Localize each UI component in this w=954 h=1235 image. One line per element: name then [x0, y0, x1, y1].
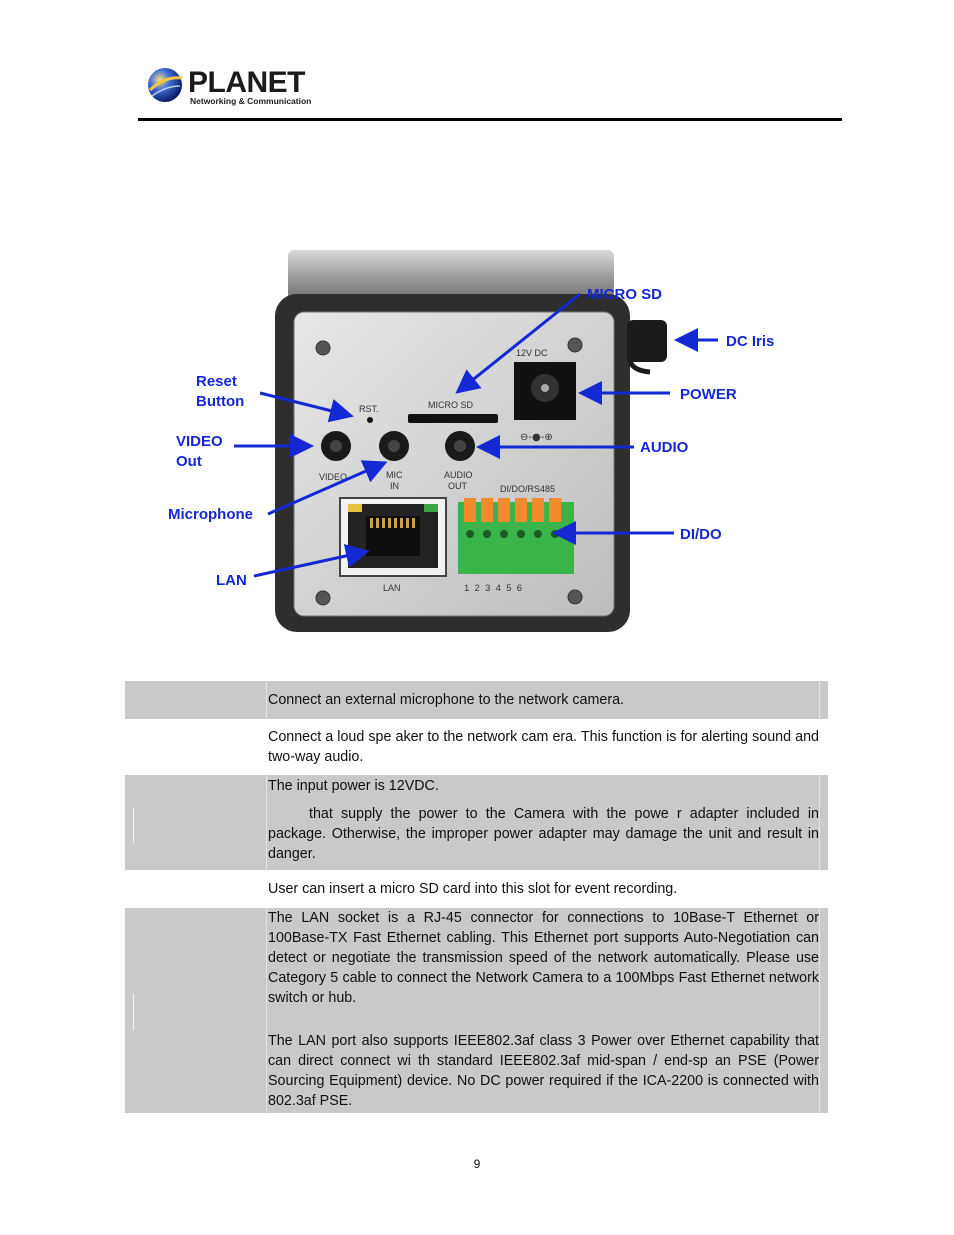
panel-label-micro-sd: MICRO SD [428, 400, 474, 410]
callout-video-out-line2: Out [176, 453, 202, 470]
callout-reset-button-line1: Reset [196, 373, 237, 390]
panel-label-rst: RST. [359, 404, 379, 414]
panel-label-video: VIDEO [319, 472, 347, 482]
callout-lan: LAN [216, 572, 247, 589]
table-row-power: The input power is 12VDC. that supply th… [125, 775, 828, 870]
callout-micro-sd: MICRO SD [587, 286, 662, 303]
audio-out-jack [445, 431, 475, 461]
table-row-micro-sd: User can insert a micro SD card into thi… [125, 870, 828, 908]
table-row-lan: The LAN socket is a RJ-45 connector for … [125, 908, 828, 1113]
panel-label-lan: LAN [383, 583, 401, 593]
reset-button [367, 417, 373, 423]
table-cell-description: Connect an external microphone to the ne… [268, 692, 625, 708]
header-rule [138, 118, 842, 121]
globe-icon [148, 68, 183, 102]
callout-power: POWER [680, 386, 737, 403]
panel-label-audio-out: OUT [448, 481, 468, 491]
table-cell-description-line1: The input power is 12VDC. [268, 778, 439, 794]
table-row-audio-out: Connect a loud spe aker to the network c… [125, 719, 828, 775]
callout-dc-iris: DC Iris [726, 333, 774, 350]
callout-video-out-line1: VIDEO [176, 433, 223, 450]
mic-jack [379, 431, 409, 461]
panel-label-12v-dc: 12V DC [516, 348, 548, 358]
brand-tagline: Networking & Communication [190, 96, 312, 106]
callout-microphone: Microphone [168, 506, 253, 523]
panel-label-mic: MIC [386, 470, 403, 480]
dido-terminal-block [458, 498, 574, 574]
callout-dido: DI/DO [680, 526, 722, 543]
lan-port [339, 497, 447, 577]
video-jack [321, 431, 351, 461]
panel-label-audio: AUDIO [444, 470, 473, 480]
panel-label-mic-in: IN [390, 481, 399, 491]
table-cell-description-para1: The LAN socket is a RJ-45 connector for … [268, 910, 819, 1006]
planet-logo: PLANET Networking & Communication [146, 66, 311, 108]
table-cell-description-line2: that supply the power to the Camera with… [268, 806, 819, 862]
table-cell-description-para2: The LAN port also supports IEEE802.3af c… [268, 1033, 819, 1109]
callout-audio: AUDIO [640, 439, 689, 456]
panel-label-dido-rs485: DI/DO/RS485 [500, 484, 555, 494]
page-number: 9 [473, 1157, 481, 1171]
table-row-mic-in: Connect an external microphone to the ne… [125, 681, 828, 719]
polarity-symbol: ⊖-●-⊕ [520, 432, 553, 443]
camera-rear-panel-figure: 12V DC ⊖-●-⊕ RST. MICRO SD VIDEO MIC IN … [168, 250, 774, 632]
brand-name: PLANET [188, 66, 306, 99]
table-cell-description: User can insert a micro SD card into thi… [268, 881, 678, 897]
table-cell-description: Connect a loud spe aker to the network c… [268, 729, 819, 765]
callout-reset-button-line2: Button [196, 393, 244, 410]
interface-description-table: Connect an external microphone to the ne… [125, 681, 828, 1113]
panel-label-pins: 1 2 3 4 5 6 [464, 583, 522, 594]
micro-sd-slot [408, 414, 498, 423]
